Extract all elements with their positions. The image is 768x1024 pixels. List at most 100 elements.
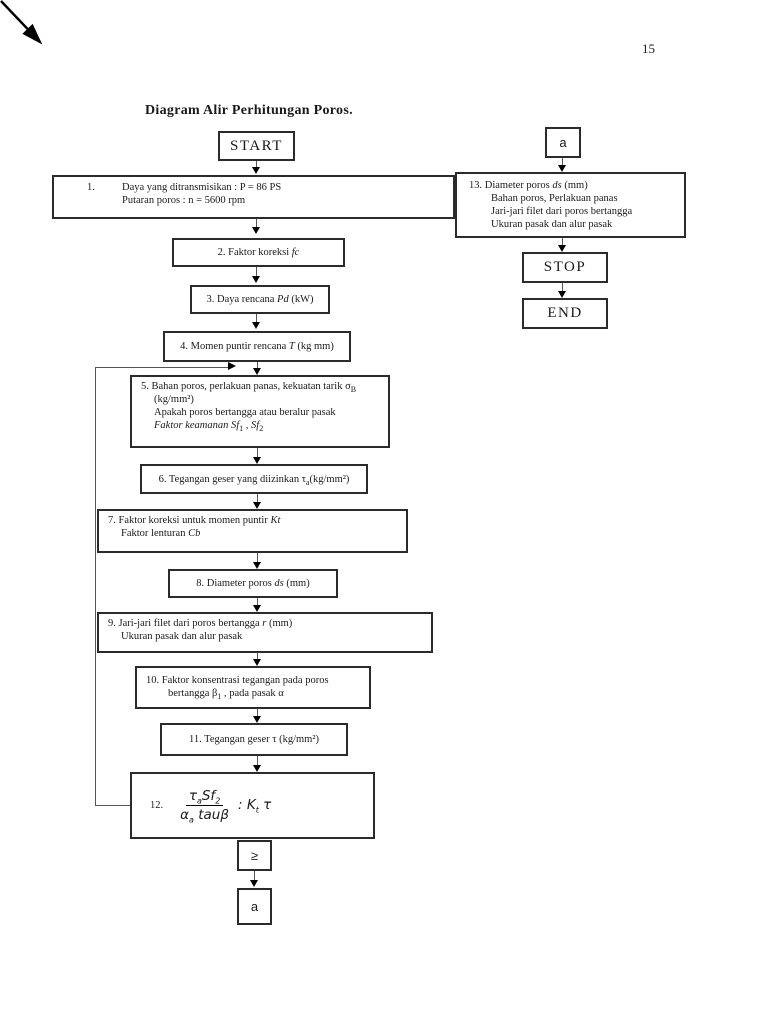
step-5-content: 5. Bahan poros, perlakuan panas, kekuata… <box>132 377 388 434</box>
ge-condition-box: ≥ <box>237 840 272 871</box>
step-12-fraction: τaSf2 αa tauβ <box>177 788 232 825</box>
step-13-content: 13. Diameter poros ds (mm) Bahan poros, … <box>457 174 684 231</box>
step-8-box: 8. Diameter poros ds (mm) <box>168 569 338 598</box>
flow-arrow <box>252 219 261 234</box>
step-4-text: 4. Momen puntir rencana T (kg mm) <box>180 340 334 353</box>
step-2-symbol: fc <box>291 247 300 258</box>
step-7-l2-symbol: Cb <box>188 528 201 539</box>
flow-arrow <box>252 267 261 283</box>
flow-arrow <box>250 871 259 887</box>
end-label: END <box>547 305 583 321</box>
flow-arrow <box>253 756 262 772</box>
step-13-line2: Bahan poros, Perlakuan panas <box>491 193 618 204</box>
feedback-arrowhead <box>228 362 236 370</box>
step-3-symbol: Pd <box>277 294 289 305</box>
step-4-box: 4. Momen puntir rencana T (kg mm) <box>163 331 351 362</box>
feedback-line-top <box>95 367 228 368</box>
step-9-l1-post: (mm) <box>266 618 293 629</box>
step-13-line1: 13. Diameter poros ds (mm) <box>469 179 680 192</box>
f-alpha-sub: a <box>189 815 194 825</box>
step-8-pre: 8. Diameter poros <box>196 578 275 589</box>
f-k: K <box>246 797 256 813</box>
step-3-post: (kW) <box>288 294 314 305</box>
connector-a-bottom: a <box>237 888 272 925</box>
step-12-denominator: αa tauβ <box>177 806 232 825</box>
step-6-pre: 6. Tegangan geser yang diizinkan τ <box>158 473 306 485</box>
step-5-l4-sub1: 1 <box>239 424 244 434</box>
step-7-l1-symbol: Kt <box>270 515 281 526</box>
step-13-l1-symbol: ds <box>552 180 562 191</box>
step-9-box: 9. Jari-jari filet dari poros bertangga … <box>97 612 433 653</box>
step-6-sub: a <box>305 477 310 487</box>
step-12-box: 12. τaSf2 αa tauβ : Kt τ <box>130 772 375 839</box>
step-7-l2-pre: Faktor lenturan <box>121 528 189 539</box>
step-10-l2-post: , pada pasak α <box>221 688 284 699</box>
step-9-content: 9. Jari-jari filet dari poros bertangga … <box>99 614 431 643</box>
f-sep: : <box>237 797 243 813</box>
flow-arrow <box>253 494 262 509</box>
step-9-l1-pre: 9. Jari-jari filet dari poros bertangga <box>108 618 263 629</box>
step-2-pre: 2. Faktor koreksi <box>217 247 292 258</box>
step-11-text: 11. Tegangan geser τ (kg/mm²) <box>189 734 319 745</box>
step-8-text: 8. Diameter poros ds (mm) <box>196 577 309 590</box>
f-tau2: τ <box>258 797 272 813</box>
step-7-line2: Faktor lenturan Cb <box>108 527 402 540</box>
step-10-box: 10. Faktor konsentrasi tegangan pada por… <box>135 666 371 709</box>
step-4-pre: 4. Momen puntir rencana <box>180 341 289 352</box>
stop-node: STOP <box>522 252 608 283</box>
stop-label: STOP <box>543 259 587 275</box>
step-5-line1: 5. Bahan poros, perlakuan panas, kekuata… <box>141 380 384 395</box>
step-1-content: 1. Daya yang ditransmisikan : P = 86 PS … <box>54 177 453 207</box>
step-6-post: (kg/mm²) <box>309 473 350 485</box>
flow-arrow <box>253 448 262 464</box>
connector-a-top: a <box>545 127 581 158</box>
step-3-box: 3. Daya rencana Pd (kW) <box>190 285 330 314</box>
step-12-number: 12. <box>150 800 164 811</box>
step-11-box: 11. Tegangan geser τ (kg/mm²) <box>160 723 348 756</box>
step-9-l1-symbol: r <box>262 618 267 629</box>
start-label: START <box>230 137 283 154</box>
step-5-line2: (kg/mm²) <box>154 394 194 405</box>
f-k-sub: t <box>255 805 259 815</box>
step-10-l2-pre: bertangga β <box>168 688 218 699</box>
step-7-l1-pre: 7. Faktor koreksi untuk momen puntir <box>108 515 271 526</box>
step-10-line2: bertangga β1 , pada pasak α <box>146 687 365 701</box>
step-1-number: 1. <box>87 182 95 193</box>
step-9-line2: Ukuran pasak dan alur pasak <box>121 631 243 642</box>
step-5-l4-sub2: 2 <box>259 424 264 434</box>
feedback-line-left <box>95 367 96 805</box>
step-7-line1: 7. Faktor koreksi untuk momen puntir Kt <box>108 514 402 527</box>
flow-arrow <box>253 598 262 612</box>
flow-arrow <box>558 283 567 298</box>
f-den-rest: tauβ <box>193 807 229 823</box>
annotation-arrow-icon <box>0 0 43 45</box>
f-alpha: α <box>180 807 190 823</box>
flow-arrow <box>253 553 262 569</box>
end-node: END <box>522 298 608 329</box>
step-5-l1-sub: B <box>350 385 357 395</box>
step-1-line1: Daya yang ditransmisikan : P = 86 PS <box>122 182 282 193</box>
step-4-symbol: T <box>288 341 295 352</box>
step-1-box: 1. Daya yang ditransmisikan : P = 86 PS … <box>52 175 455 219</box>
step-3-pre: 3. Daya rencana <box>206 294 278 305</box>
step-7-box: 7. Faktor koreksi untuk momen puntir Kt … <box>97 509 408 553</box>
step-12-content: 12. τaSf2 αa tauβ : Kt τ <box>132 774 373 837</box>
ge-label: ≥ <box>250 848 259 863</box>
step-13-line3: Jari-jari filet dari poros bertangga <box>491 206 633 217</box>
step-12-tail: : Kt τ <box>237 797 272 815</box>
flow-arrow <box>558 158 567 172</box>
connector-a-bottom-label: a <box>250 899 259 914</box>
step-5-l4-pre: Faktor keamanan Sf <box>154 420 240 431</box>
step-5-line4: Faktor keamanan Sf1 , Sf2 <box>141 419 384 434</box>
step-3-text: 3. Daya rencana Pd (kW) <box>207 293 314 306</box>
f-tau: τ <box>188 788 197 804</box>
page-title: Diagram Alir Perhitungan Poros. <box>145 103 353 118</box>
f-sf-sub: 2 <box>215 796 221 806</box>
step-5-l1-pre: 5. Bahan poros, perlakuan panas, kekuata… <box>141 381 351 392</box>
page-number: 15 <box>642 41 655 56</box>
step-12-numerator: τaSf2 <box>185 788 224 806</box>
step-1-line2: Putaran poros : n = 5600 rpm <box>122 195 246 206</box>
step-5-l4-mid: , Sf <box>243 420 260 431</box>
step-10-line1: 10. Faktor konsentrasi tegangan pada por… <box>146 675 329 686</box>
step-2-text: 2. Faktor koreksi fc <box>218 246 300 259</box>
